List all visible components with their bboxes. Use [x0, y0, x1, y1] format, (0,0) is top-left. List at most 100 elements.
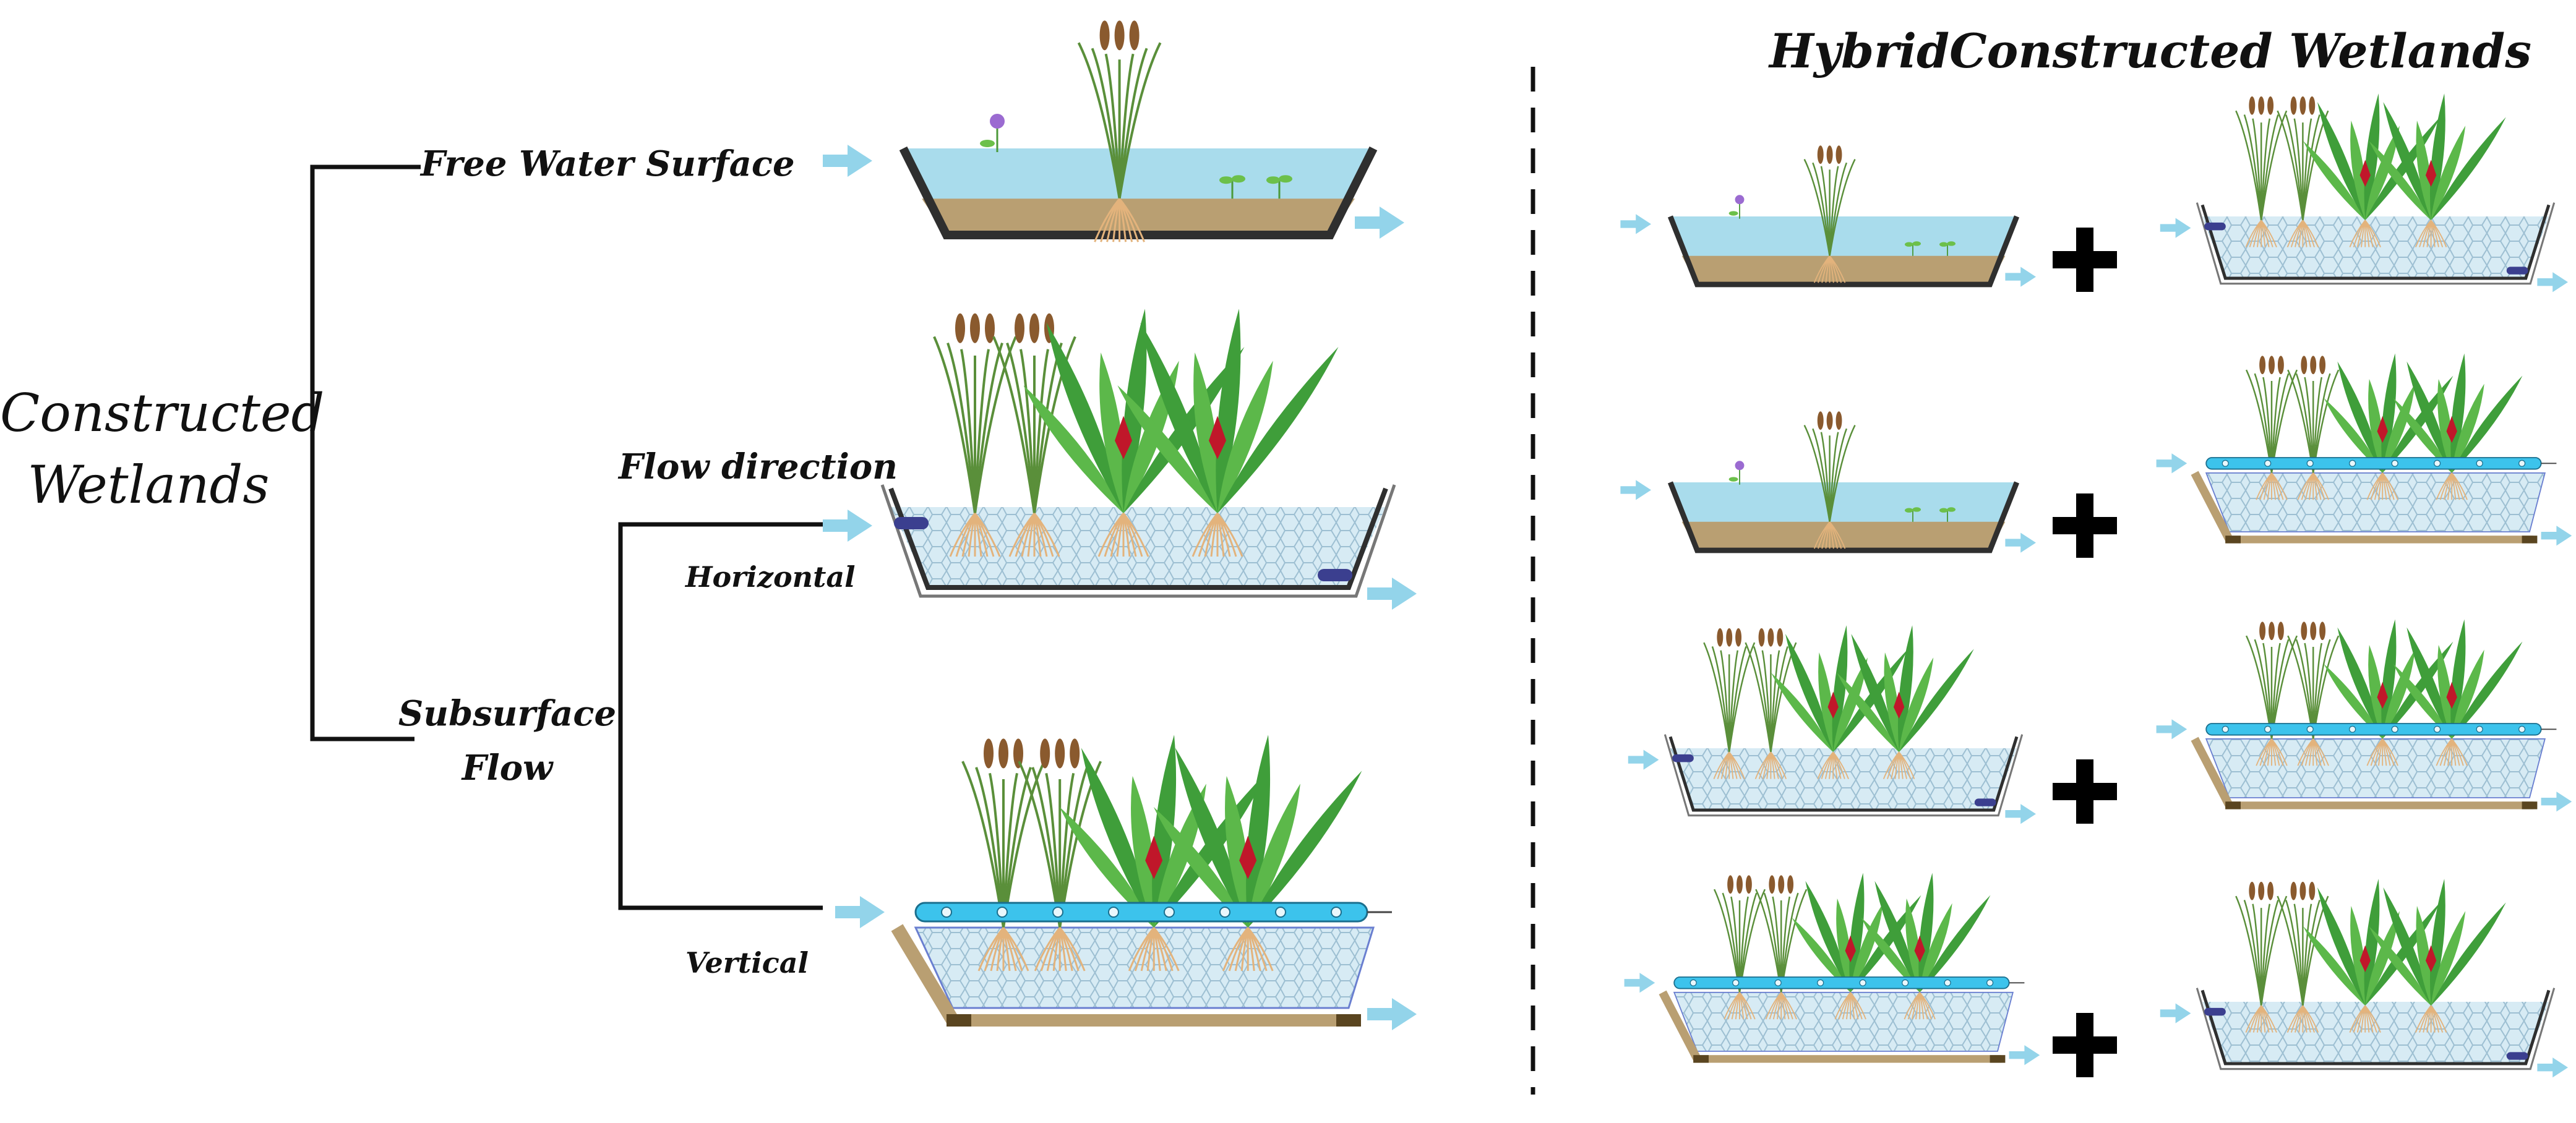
leaf-icon — [2383, 887, 2431, 1006]
cattail-head-icon — [2299, 96, 2306, 115]
cattail-head-icon — [1717, 628, 1724, 647]
sprout-icon — [1939, 241, 1956, 256]
leaf-icon — [2317, 887, 2366, 1006]
leaf-icon — [1771, 672, 1834, 753]
main-title: Constructed Wetlands — [0, 377, 324, 521]
sprout-icon — [1219, 175, 1245, 199]
basin-wall — [888, 487, 1388, 590]
unit-vertical-subsurface — [835, 735, 1417, 1030]
leaf-icon — [2364, 879, 2380, 1006]
leaf-icon — [2303, 926, 2366, 1006]
flow-arrow-icon — [823, 510, 872, 542]
broadleaf-plant-icon — [2369, 93, 2506, 221]
leaf-icon — [1117, 385, 1217, 513]
liner — [2196, 988, 2556, 1070]
free-water-surface-label: Free Water Surface — [421, 143, 795, 184]
leaf-icon — [1140, 322, 1217, 513]
leaf-icon — [1246, 735, 1271, 928]
pipe-hole-icon — [2391, 725, 2398, 733]
gravel-bed — [2202, 1002, 2549, 1064]
broadleaf-plant-icon — [1117, 309, 1339, 513]
roots-icon — [1754, 751, 1787, 779]
flow-arrow-icon — [1355, 207, 1404, 239]
flow-arrow-icon — [1628, 749, 1659, 770]
classification-tree — [310, 164, 823, 910]
leaf-icon — [1193, 352, 1219, 513]
flower-icon — [1845, 935, 1856, 963]
flow-arrow-icon — [823, 145, 872, 177]
broadleaf-plant-icon — [1771, 625, 1908, 753]
leaf-icon — [2368, 644, 2384, 739]
pipe-hole-icon — [1108, 907, 1119, 918]
pipe-hole-icon — [1944, 979, 1951, 986]
cattail-plant-icon — [1755, 875, 1808, 993]
roots-icon — [2415, 1005, 2447, 1033]
cattail-head-icon — [998, 738, 1008, 769]
cattail-head-icon — [1029, 313, 1039, 343]
flow-direction-label: Flow direction — [619, 446, 898, 487]
cattail-plant-icon — [2287, 356, 2340, 473]
water-hyacinth-icon — [980, 114, 1005, 152]
leaf-icon — [2406, 361, 2452, 473]
cattail-plant-icon — [1713, 875, 1766, 993]
plus-sign-icon — [2053, 759, 2117, 824]
cattail-head-icon — [2290, 96, 2297, 115]
leaf-icon — [1818, 652, 1834, 753]
roots-icon — [1813, 255, 1846, 283]
hybrid-row3-unit2 — [2156, 619, 2572, 812]
leaf-icon — [2431, 117, 2506, 221]
side-wall — [891, 924, 959, 1024]
cattail-head-icon — [984, 738, 994, 769]
cattail-plant-icon — [2235, 881, 2288, 1006]
vertical-label: Vertical — [685, 946, 809, 980]
cattail-head-icon — [1835, 411, 1842, 430]
bottom-slab — [947, 1014, 1355, 1027]
pipe-hole-icon — [1859, 979, 1866, 986]
cattail-head-icon — [1777, 628, 1784, 647]
basin-wall — [2200, 204, 2551, 280]
leaf-icon — [1023, 385, 1123, 513]
leaf-icon — [2350, 121, 2366, 221]
distribution-pipe — [2205, 723, 2542, 736]
cattail-head-icon — [1835, 145, 1842, 164]
gravel-bed — [2205, 738, 2546, 798]
flow-arrow-icon — [835, 896, 885, 928]
soil-layer — [1681, 255, 2006, 284]
slab-end — [2225, 536, 2241, 544]
roots-icon — [2256, 738, 2288, 766]
slab-end — [947, 1014, 971, 1027]
roots-icon — [2436, 738, 2468, 766]
leaf-icon — [2317, 102, 2366, 221]
tree-line-subsurface — [618, 522, 823, 910]
slab-end — [1990, 1055, 2006, 1063]
flower-icon — [1115, 416, 1132, 459]
cattail-plant-icon — [933, 313, 1017, 514]
leaf-icon — [2324, 664, 2383, 739]
leaf-icon — [2337, 627, 2383, 739]
leaf-icon — [1154, 784, 1206, 928]
plus-sign-icon — [2053, 1013, 2117, 1077]
roots-icon — [977, 927, 1029, 971]
outlet-valve-icon — [1318, 569, 1352, 581]
pipe-hole-icon — [2264, 725, 2272, 733]
cattail-head-icon — [1013, 738, 1023, 769]
flower-icon — [2446, 416, 2457, 443]
leaf-icon — [1899, 649, 1974, 753]
flow-arrow-icon — [1367, 578, 1417, 610]
hybrid-row1-unit1 — [1620, 145, 2036, 288]
wetland-units — [823, 20, 2572, 1078]
leaf-icon — [1046, 322, 1123, 513]
roots-icon — [2366, 738, 2398, 766]
cattail-plant-icon — [1703, 628, 1756, 753]
leaf-icon — [1920, 895, 1991, 993]
leaf-icon — [2337, 361, 2383, 473]
leaf-icon — [2365, 126, 2400, 221]
leaf-icon — [1153, 806, 1248, 928]
leaf-icon — [2452, 383, 2484, 473]
pipe-hole-icon — [1986, 979, 1994, 986]
cattail-head-icon — [2269, 356, 2275, 375]
leaf-icon — [1920, 903, 1952, 993]
cattail-head-icon — [1826, 145, 1833, 164]
cattail-plant-icon — [2245, 621, 2298, 739]
cattail-head-icon — [2259, 621, 2266, 641]
